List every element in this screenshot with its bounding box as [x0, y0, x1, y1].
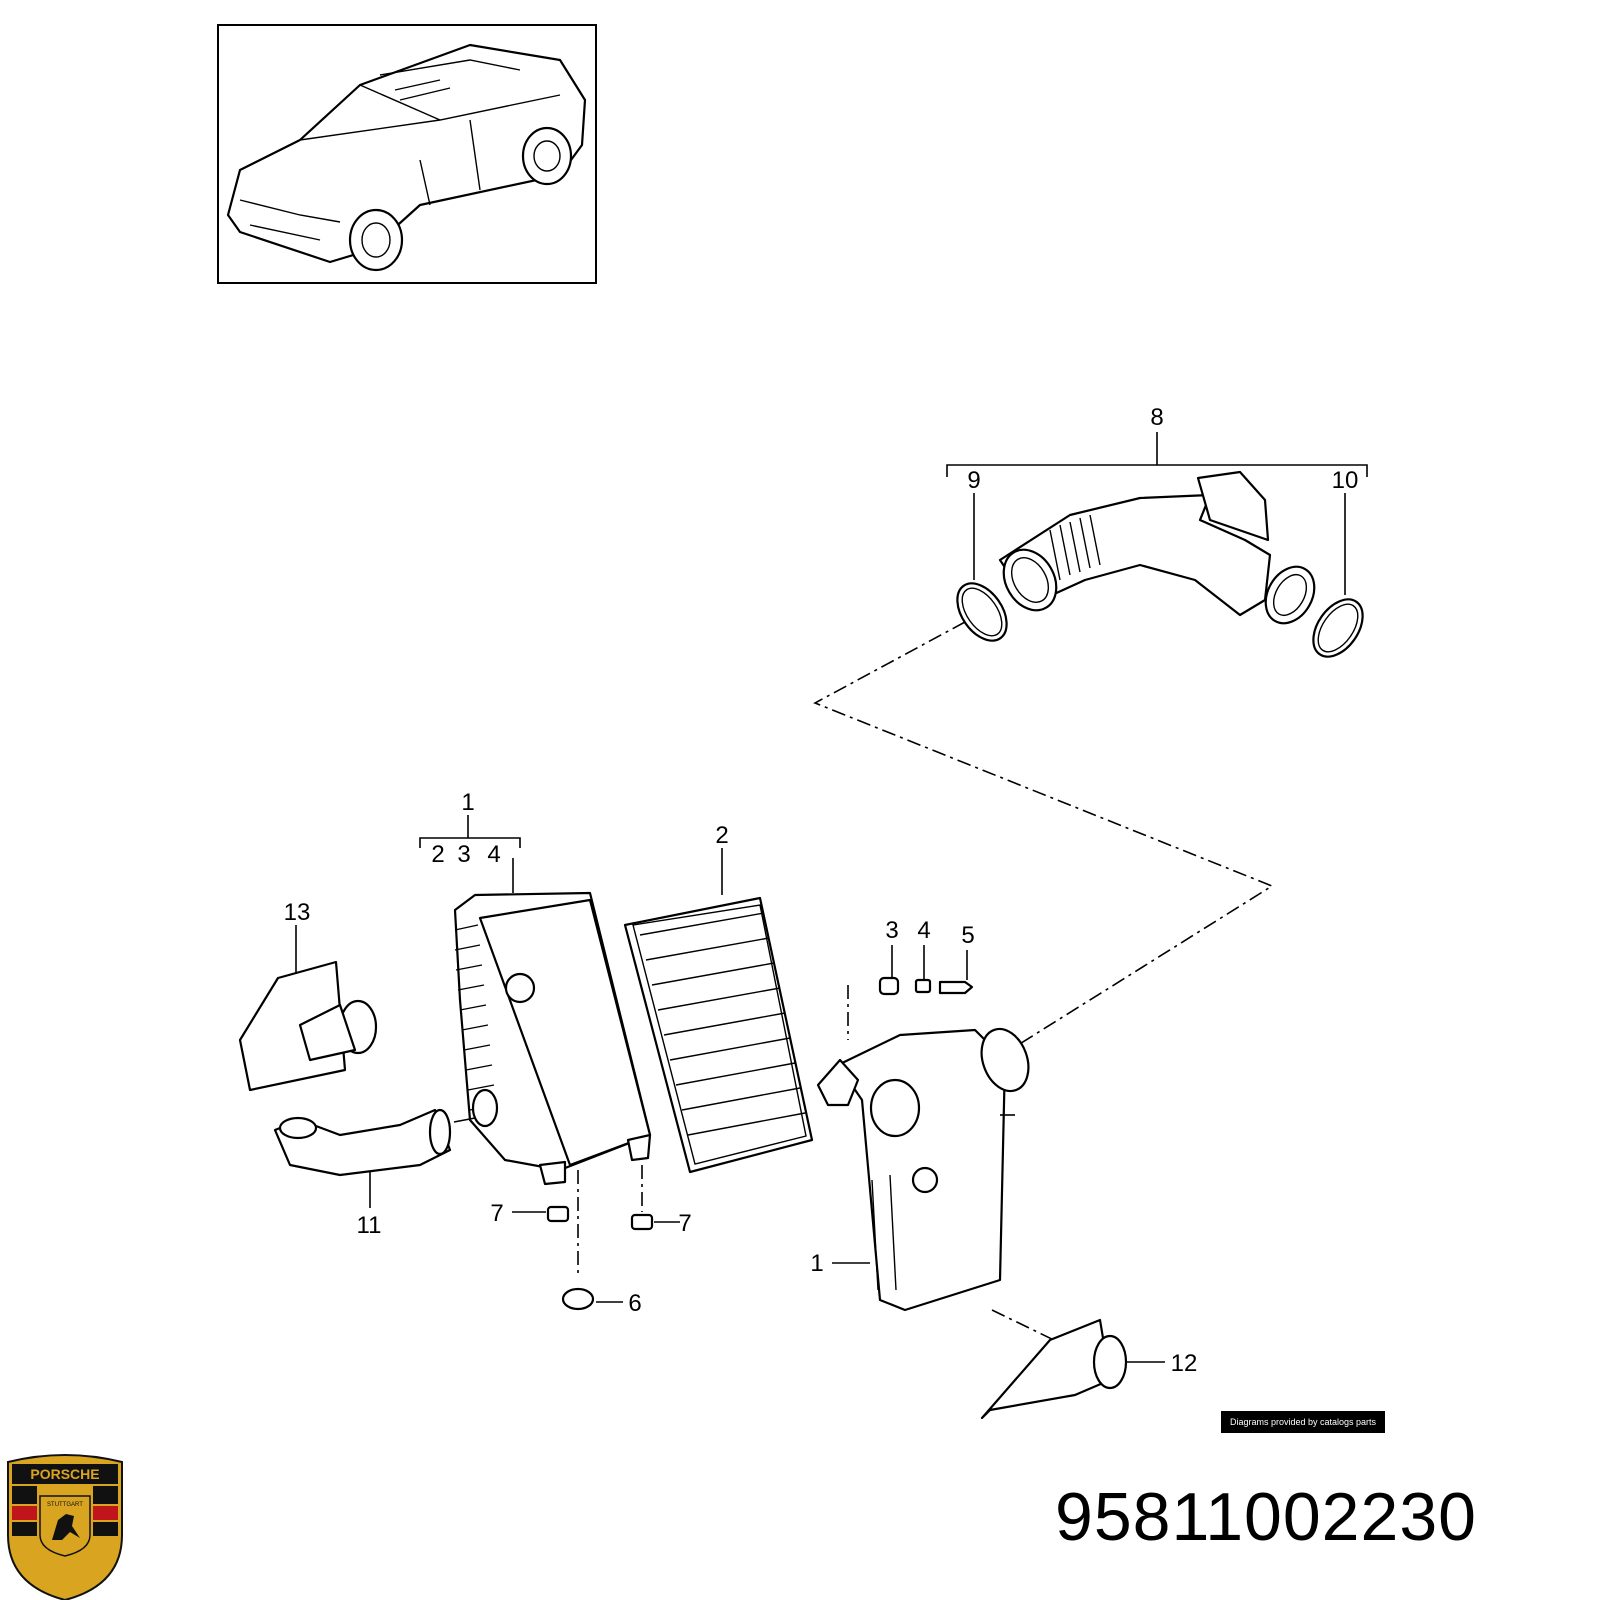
callout-7-right: 7: [678, 1210, 691, 1237]
crest-city-text: STUTTGART: [47, 1502, 83, 1508]
air-guide-12: [980, 1309, 1165, 1420]
filter-element: [623, 848, 814, 1174]
callout-13: 13: [284, 899, 311, 926]
vehicle-thumbnail: [217, 24, 597, 284]
callout-6: 6: [628, 1290, 641, 1317]
callout-1-top: 1: [461, 789, 474, 816]
porsche-crest-icon: PORSCHE STUTTGART: [7, 1454, 123, 1600]
callout-4-sub: 4: [487, 841, 500, 868]
callout-10: 10: [1332, 467, 1359, 494]
air-duct-13: [238, 925, 378, 1092]
callout-9: 9: [967, 467, 980, 494]
callout-2-sub: 2: [431, 841, 444, 868]
grommets: [512, 1165, 680, 1311]
callout-8: 8: [1150, 404, 1163, 431]
credit-badge: Diagrams provided by catalogs parts: [1221, 1411, 1385, 1433]
callout-3-sub: 3: [457, 841, 470, 868]
callout-7-left: 7: [490, 1200, 503, 1227]
air-filter-housing-upper: [419, 815, 652, 1186]
callout-11: 11: [357, 1212, 382, 1239]
callout-4: 4: [917, 917, 930, 944]
callout-3: 3: [885, 917, 898, 944]
callout-5: 5: [961, 922, 974, 949]
intake-pipe-assembly: [946, 432, 1368, 658]
callout-12: 12: [1171, 1350, 1198, 1377]
callout-1: 1: [810, 1250, 823, 1277]
assembly-guide-line: [813, 621, 1274, 1046]
crest-brand-text: PORSCHE: [30, 1466, 99, 1482]
air-hose-11: [273, 1108, 476, 1208]
fasteners: [847, 945, 974, 1040]
part-number: 95811002230: [1055, 1479, 1477, 1555]
air-filter-housing-lower: [816, 1027, 1030, 1312]
callout-2: 2: [715, 822, 728, 849]
